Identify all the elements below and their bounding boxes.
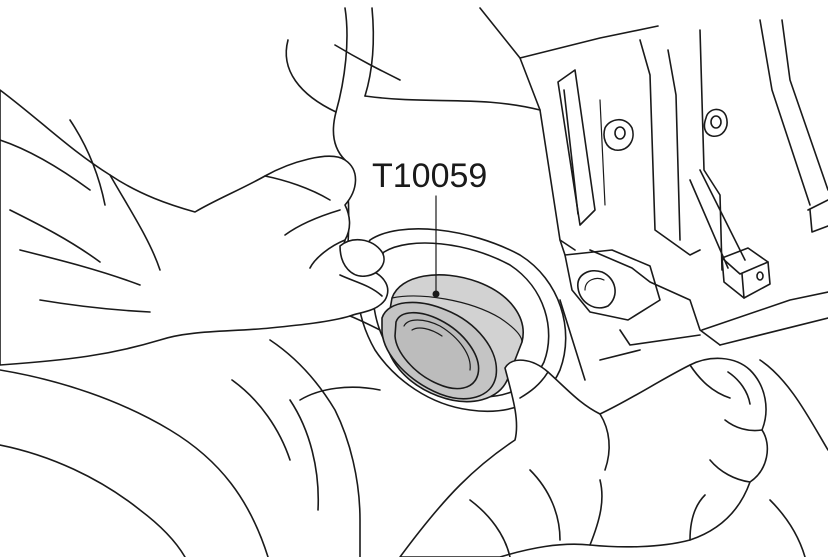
left-hand — [0, 89, 389, 366]
torso — [0, 339, 361, 557]
transmission-housing — [285, 7, 828, 381]
tool-t10059 — [381, 274, 524, 403]
lower-housing-arc — [299, 386, 381, 401]
callout-leader-dot — [432, 290, 440, 298]
tool-callout-label: T10059 — [372, 157, 487, 195]
right-hand — [399, 357, 828, 557]
tool-callout: T10059 — [372, 157, 487, 298]
